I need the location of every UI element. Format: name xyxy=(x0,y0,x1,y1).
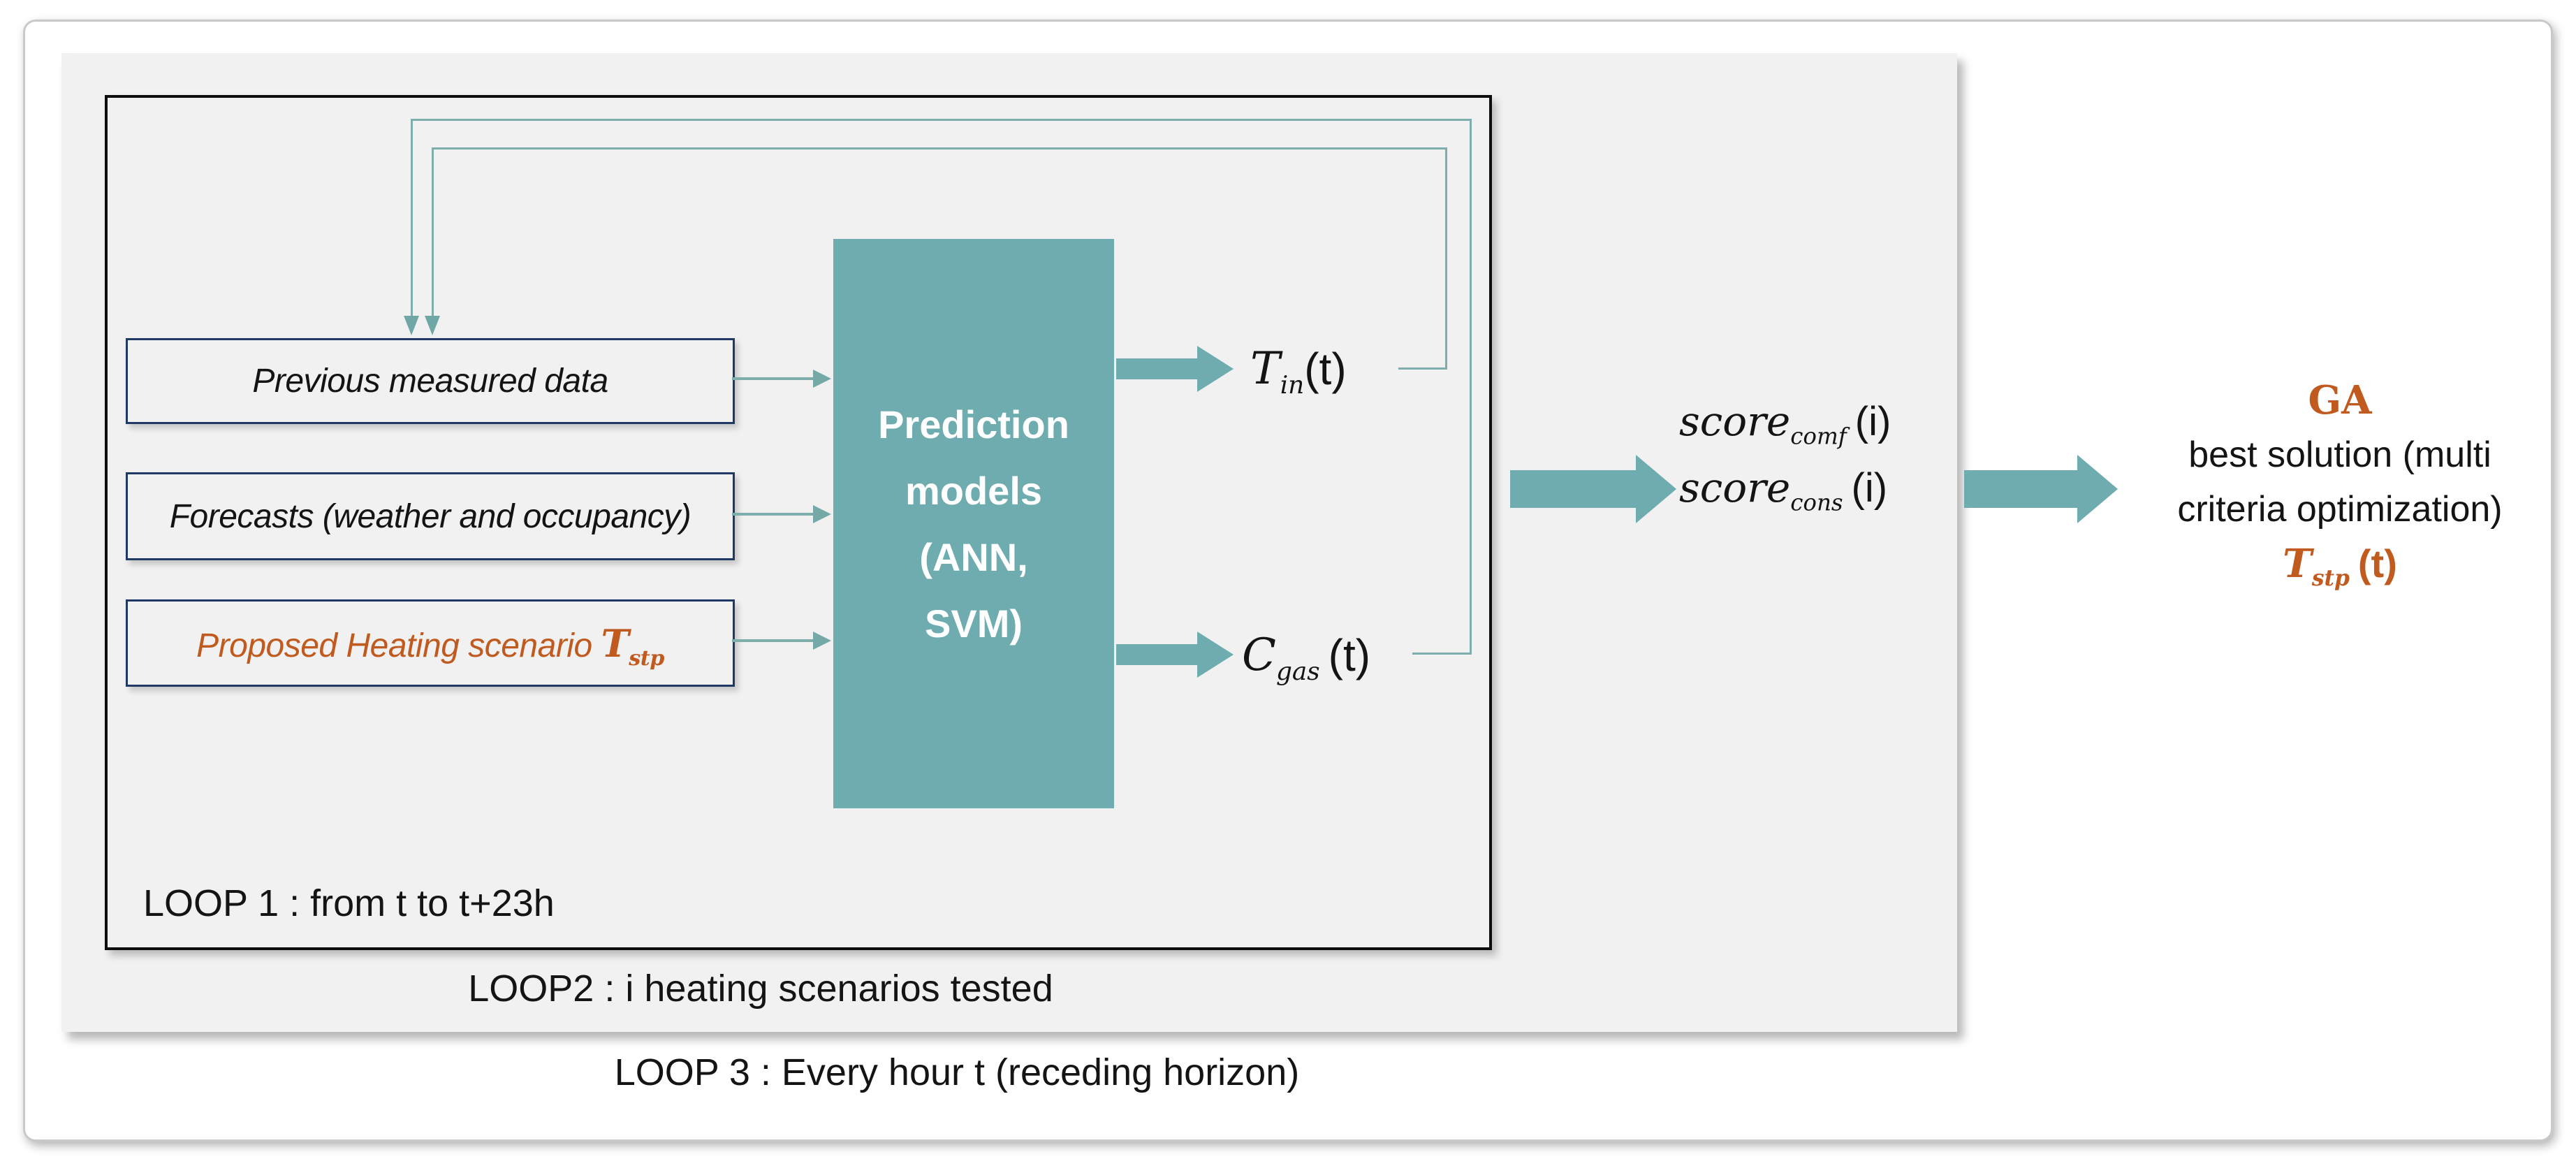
proposed-scenario-label: Proposed Heating scenario Tstp xyxy=(196,620,665,669)
arrow-forecasts-to-model-shaft xyxy=(732,513,814,516)
arrow-model-to-tin-head xyxy=(1197,346,1234,392)
ga-result-line: Tstp(t) xyxy=(2123,537,2556,591)
arrow-scores-to-ga-head xyxy=(2077,455,2118,523)
ga-result-sub: stp xyxy=(2311,566,2350,592)
arrow-scores-to-ga-shaft xyxy=(1964,470,2077,508)
feedback-line-cgas-right xyxy=(1470,119,1472,655)
model-line-4: SVM) xyxy=(925,601,1023,646)
feedback-line-cgas-left xyxy=(411,119,413,316)
arrow-forecasts-to-model-head xyxy=(813,505,831,523)
ga-result-base: T xyxy=(2283,541,2312,587)
input-box-previous-data: Previous measured data xyxy=(126,338,735,424)
arrow-previous-to-model-shaft xyxy=(732,377,814,380)
forecasts-label: Forecasts (weather and occupancy) xyxy=(169,497,691,535)
arrow-scenario-to-model-head xyxy=(813,632,831,650)
score-comf-base: score xyxy=(1679,398,1791,445)
cgas-arg: (t) xyxy=(1328,630,1371,680)
prediction-models-box: Prediction models (ANN, SVM) xyxy=(833,239,1114,808)
loop1-label: LOOP 1 : from t to t+23h xyxy=(143,882,555,924)
input-box-forecasts: Forecasts (weather and occupancy) xyxy=(126,472,735,560)
cgas-output-label: Cgas(t) xyxy=(1242,622,1370,689)
feedback-line-tin-left xyxy=(432,147,434,316)
tin-sub: in xyxy=(1280,370,1305,400)
feedback-line-tin-top xyxy=(432,147,1447,150)
feedback-arrowhead-tin xyxy=(425,316,440,335)
score-comf-line: scorecomf (i) xyxy=(1679,388,1891,455)
feedback-line-cgas-stub xyxy=(1412,653,1472,655)
previous-data-label: Previous measured data xyxy=(252,363,608,400)
tin-math: Tin xyxy=(1250,343,1304,398)
model-line-1: Prediction xyxy=(878,402,1069,446)
cgas-sub: gas xyxy=(1275,657,1320,686)
ga-result-arg: (t) xyxy=(2357,541,2397,585)
arrow-loop-to-scores-shaft xyxy=(1510,470,1636,508)
arrow-previous-to-model-head xyxy=(813,370,831,388)
ga-desc-line-1: best solution (multi xyxy=(2188,435,2491,475)
ga-title: GA xyxy=(2308,377,2372,423)
score-cons-arg: (i) xyxy=(1851,465,1888,511)
scores-block: scorecomf(i) scorecons(i) xyxy=(1679,388,1891,521)
tstp-sub: stp xyxy=(629,646,664,671)
ga-block: GA best solution (multi criteria optimiz… xyxy=(2123,373,2556,591)
model-line-3: (ANN, xyxy=(919,534,1028,579)
score-comf-sub: comf xyxy=(1790,423,1847,450)
arrow-model-to-tin-shaft xyxy=(1116,358,1197,379)
tin-base: T xyxy=(1250,343,1280,395)
score-cons-base: score xyxy=(1679,464,1791,511)
score-comf-arg: (i) xyxy=(1854,399,1891,444)
loop2-label: LOOP2 : i heating scenarios tested xyxy=(468,968,1053,1010)
model-line-2: models xyxy=(905,468,1043,513)
feedback-line-tin-right xyxy=(1445,147,1447,369)
score-cons-sub: cons xyxy=(1790,489,1843,516)
feedback-arrowhead-cgas xyxy=(404,316,419,335)
input-box-proposed-scenario: Proposed Heating scenario Tstp xyxy=(126,599,735,687)
ga-desc-line-2: criteria optimization) xyxy=(2177,489,2503,530)
feedback-line-cgas-top xyxy=(411,119,1472,121)
tstp-symbol: Tstp xyxy=(601,620,665,669)
tin-output-label: Tin(t) xyxy=(1250,335,1347,402)
proposed-scenario-text: Proposed Heating scenario xyxy=(196,627,592,664)
ga-result-math: Tstp xyxy=(2283,541,2350,590)
loop3-label: LOOP 3 : Every hour t (receding horizon) xyxy=(614,1051,1300,1093)
cgas-math: Cgas xyxy=(1242,629,1320,684)
arrow-model-to-cgas-shaft xyxy=(1116,644,1197,665)
arrow-model-to-cgas-head xyxy=(1197,632,1234,678)
score-cons-line: scorecons (i) xyxy=(1679,455,1891,521)
arrow-scenario-to-model-shaft xyxy=(732,639,814,642)
tstp-base: T xyxy=(601,620,629,666)
cgas-base: C xyxy=(1242,629,1276,681)
tin-arg: (t) xyxy=(1304,344,1347,394)
feedback-line-tin-stub xyxy=(1398,367,1447,370)
arrow-loop-to-scores-head xyxy=(1636,455,1676,523)
